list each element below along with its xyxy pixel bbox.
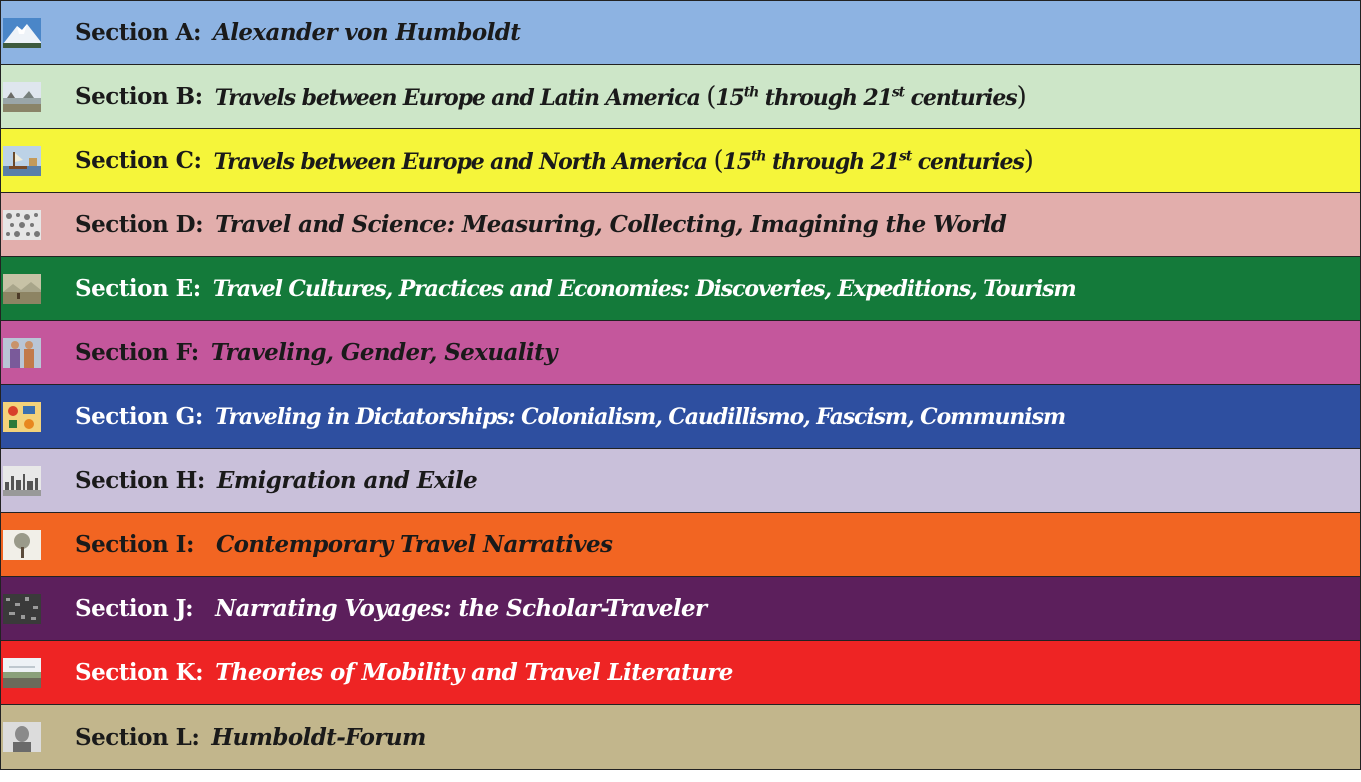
- dark-texture-icon: [3, 593, 41, 624]
- section-label: Section F:: [75, 339, 199, 366]
- section-row-e[interactable]: Section E: Travel Cultures, Practices an…: [1, 257, 1360, 321]
- expedition-painting-icon: [3, 273, 41, 304]
- section-label: Section L:: [75, 723, 200, 751]
- section-title: Traveling, Gender, Sexuality: [210, 339, 558, 366]
- section-row-a[interactable]: Section A: Alexander von Humboldt: [1, 1, 1360, 65]
- city-engraving-icon: [3, 465, 41, 496]
- section-label: Section K:: [75, 659, 204, 686]
- mountain-landscape-icon: [3, 17, 41, 48]
- section-row-i[interactable]: Section I: Contemporary Travel Narrative…: [1, 513, 1360, 577]
- ship-painting-icon: [3, 145, 41, 176]
- section-label: Section C:: [75, 147, 202, 174]
- section-title: Alexander von Humboldt: [213, 19, 521, 46]
- section-row-j[interactable]: Section J: Narrating Voyages: the Schola…: [1, 577, 1360, 641]
- section-label: Section D:: [75, 211, 204, 238]
- collage-icon: [3, 401, 41, 432]
- section-label: Section B:: [75, 83, 203, 110]
- section-label: Section H:: [75, 467, 205, 494]
- section-title: Travel and Science: Measuring, Collectin…: [215, 211, 1007, 238]
- section-title: Travel Cultures, Practices and Economies…: [212, 275, 1077, 302]
- section-label: Section A:: [75, 19, 202, 46]
- section-row-h[interactable]: Section H: Emigration and Exile: [1, 449, 1360, 513]
- section-row-l[interactable]: Section L: Humboldt-Forum: [1, 705, 1360, 769]
- section-title: Travels between Europe and North America…: [213, 145, 1033, 176]
- figures-painting-icon: [3, 337, 41, 368]
- field-landscape-icon: [3, 657, 41, 688]
- section-row-b[interactable]: Section B: Travels between Europe and La…: [1, 65, 1360, 129]
- section-label: Section I:: [75, 531, 194, 558]
- section-title: Traveling in Dictatorships: Colonialism,…: [214, 403, 1066, 430]
- section-title: Humboldt-Forum: [211, 723, 426, 751]
- section-title: Travels between Europe and Latin America…: [214, 81, 1027, 112]
- specimen-pattern-icon: [3, 209, 41, 240]
- section-label: Section G:: [75, 403, 203, 430]
- section-row-f[interactable]: Section F: Traveling, Gender, Sexuality: [1, 321, 1360, 385]
- section-row-k[interactable]: Section K: Theories of Mobility and Trav…: [1, 641, 1360, 705]
- section-title: Theories of Mobility and Travel Literatu…: [215, 659, 733, 686]
- section-row-g[interactable]: Section G: Traveling in Dictatorships: C…: [1, 385, 1360, 449]
- section-title: Emigration and Exile: [216, 467, 478, 494]
- harbor-painting-icon: [3, 81, 41, 112]
- section-row-d[interactable]: Section D: Travel and Science: Measuring…: [1, 193, 1360, 257]
- section-row-c[interactable]: Section C: Travels between Europe and No…: [1, 129, 1360, 193]
- section-label: Section J:: [75, 595, 194, 622]
- section-title: Contemporary Travel Narratives: [215, 531, 613, 558]
- portrait-engraving-icon: [3, 722, 41, 752]
- section-title: Narrating Voyages: the Scholar-Traveler: [215, 595, 707, 622]
- tree-sketch-icon: [3, 529, 41, 560]
- section-label: Section E:: [75, 275, 201, 302]
